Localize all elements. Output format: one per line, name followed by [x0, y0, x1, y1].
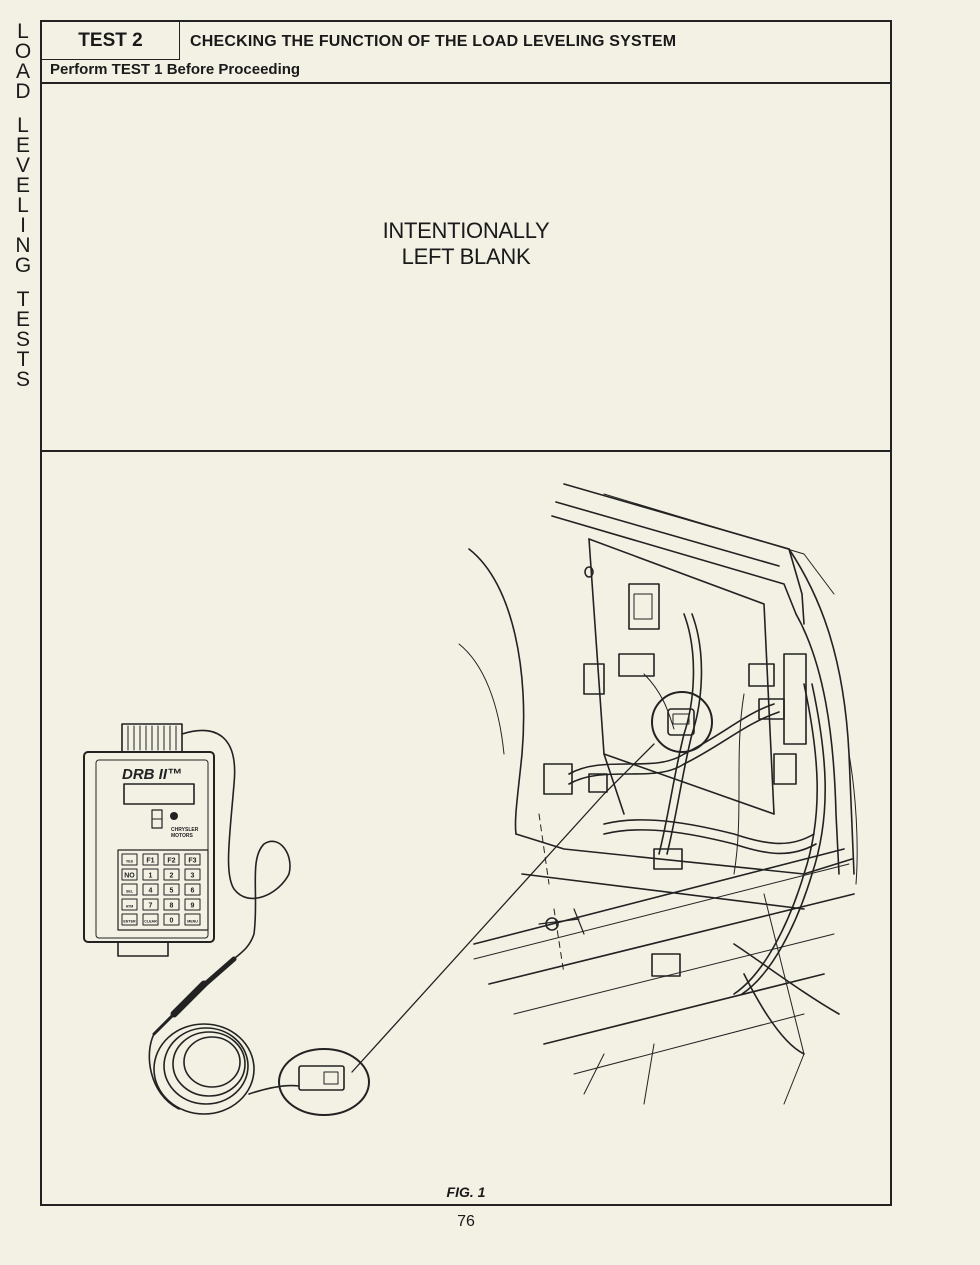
side-title-letter: V — [15, 154, 30, 177]
keypad-key-label: 1 — [149, 873, 153, 880]
keypad-key-label: 4 — [149, 888, 153, 895]
keypad-key-label: YES — [126, 860, 134, 864]
wiring-harness — [543, 583, 826, 995]
side-title-letter: G — [14, 254, 32, 277]
keypad-key — [184, 868, 201, 881]
side-title-letter: D — [15, 80, 31, 103]
blank-note-line-1: INTENTIONALLY — [382, 218, 550, 243]
vehicle-trunk-illustration — [458, 483, 858, 1105]
keypad-key — [142, 883, 159, 896]
keypad-key — [142, 853, 159, 866]
keypad-key-label: 6 — [191, 888, 195, 895]
keypad-key-label: SEL — [126, 890, 134, 894]
keypad-key-label: 0 — [170, 918, 174, 925]
maker-line-1: CHRYSLER — [171, 827, 199, 833]
callout-line — [351, 743, 655, 1073]
page-number: 76 — [457, 1213, 475, 1230]
keypad-key — [184, 913, 201, 926]
keypad-key — [163, 868, 180, 881]
keypad-key — [142, 868, 159, 881]
side-title-letter: E — [15, 134, 30, 157]
side-title-letter: O — [14, 40, 32, 63]
keypad-key-label: 7 — [149, 903, 153, 910]
keypad-key-label: F2 — [167, 858, 175, 865]
keypad-key — [121, 868, 138, 881]
scan-tool-cable — [148, 729, 370, 1116]
side-title-letter: S — [15, 368, 30, 391]
keypad-key — [142, 898, 159, 911]
keypad-key — [142, 913, 159, 926]
keypad-key-label: 8 — [170, 903, 174, 910]
figure-caption: FIG. 1 — [446, 1184, 486, 1200]
test-prerequisite: Perform TEST 1 Before Proceeding — [50, 61, 301, 78]
keypad-key — [163, 883, 180, 896]
keypad-key-label: F1 — [146, 858, 154, 865]
keypad-key-label: 3 — [191, 873, 195, 880]
keypad-key-label: ENTER — [123, 920, 136, 924]
intentionally-blank-note: INTENTIONALLY LEFT BLANK — [42, 218, 890, 270]
test-page-frame: TEST 2 CHECKING THE FUNCTION OF THE LOAD… — [40, 20, 892, 1206]
keypad-key-label: 9 — [191, 903, 195, 910]
keypad-key-label: 5 — [170, 888, 174, 895]
header-divider — [42, 82, 890, 84]
side-title-letter: E — [15, 308, 30, 331]
keypad-key-label: 2 — [170, 873, 174, 880]
figure-divider — [42, 450, 890, 452]
keypad-key — [163, 853, 180, 866]
side-title-letter: T — [16, 348, 30, 371]
keypad-key-label: MENU — [187, 920, 198, 924]
maker-line-2: MOTORS — [171, 833, 194, 839]
side-title-letter: N — [15, 234, 31, 257]
keypad-key — [121, 913, 138, 926]
side-title-letter: L — [17, 20, 29, 43]
test-title: CHECKING THE FUNCTION OF THE LOAD LEVELI… — [190, 33, 677, 50]
keypad-key — [121, 898, 138, 911]
keypad-key — [184, 898, 201, 911]
side-title-letter: L — [17, 114, 29, 137]
side-title-letter: S — [15, 328, 30, 351]
keypad-key — [121, 853, 138, 866]
side-title-letter: L — [17, 194, 29, 217]
side-title-letter: E — [15, 174, 30, 197]
blank-note-line-2: LEFT BLANK — [401, 244, 531, 269]
keypad-key — [121, 883, 138, 896]
keypad-key-label: CLEAR — [144, 920, 157, 924]
keypad-key — [184, 853, 201, 866]
side-title-letter: T — [16, 288, 30, 311]
keypad-key — [163, 913, 180, 926]
keypad-key — [184, 883, 201, 896]
side-title-letter: A — [15, 60, 30, 83]
pentastar-logo — [170, 812, 178, 820]
keypad-key-label: NO — [124, 873, 135, 880]
test-number-label: TEST 2 — [42, 22, 180, 60]
scan-tool-brand: DRB II™ — [122, 766, 182, 783]
keypad-key-label: ATM — [126, 905, 134, 909]
side-title-letter: I — [20, 214, 26, 237]
keypad-key-label: F3 — [188, 858, 196, 865]
keypad-key — [163, 898, 180, 911]
